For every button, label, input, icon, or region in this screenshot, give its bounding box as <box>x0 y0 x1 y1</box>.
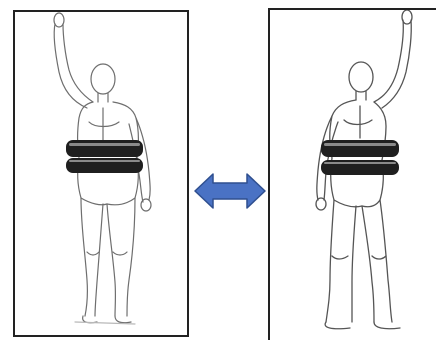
left-belt-upper <box>66 140 143 157</box>
right-figure <box>270 10 436 342</box>
right-belt-upper <box>321 140 399 157</box>
left-figure-panel <box>13 10 189 337</box>
double-arrow-icon <box>194 172 266 210</box>
right-figure-panel <box>268 8 436 340</box>
right-belts <box>321 140 399 175</box>
left-figure <box>15 12 187 335</box>
left-belts <box>66 140 143 173</box>
